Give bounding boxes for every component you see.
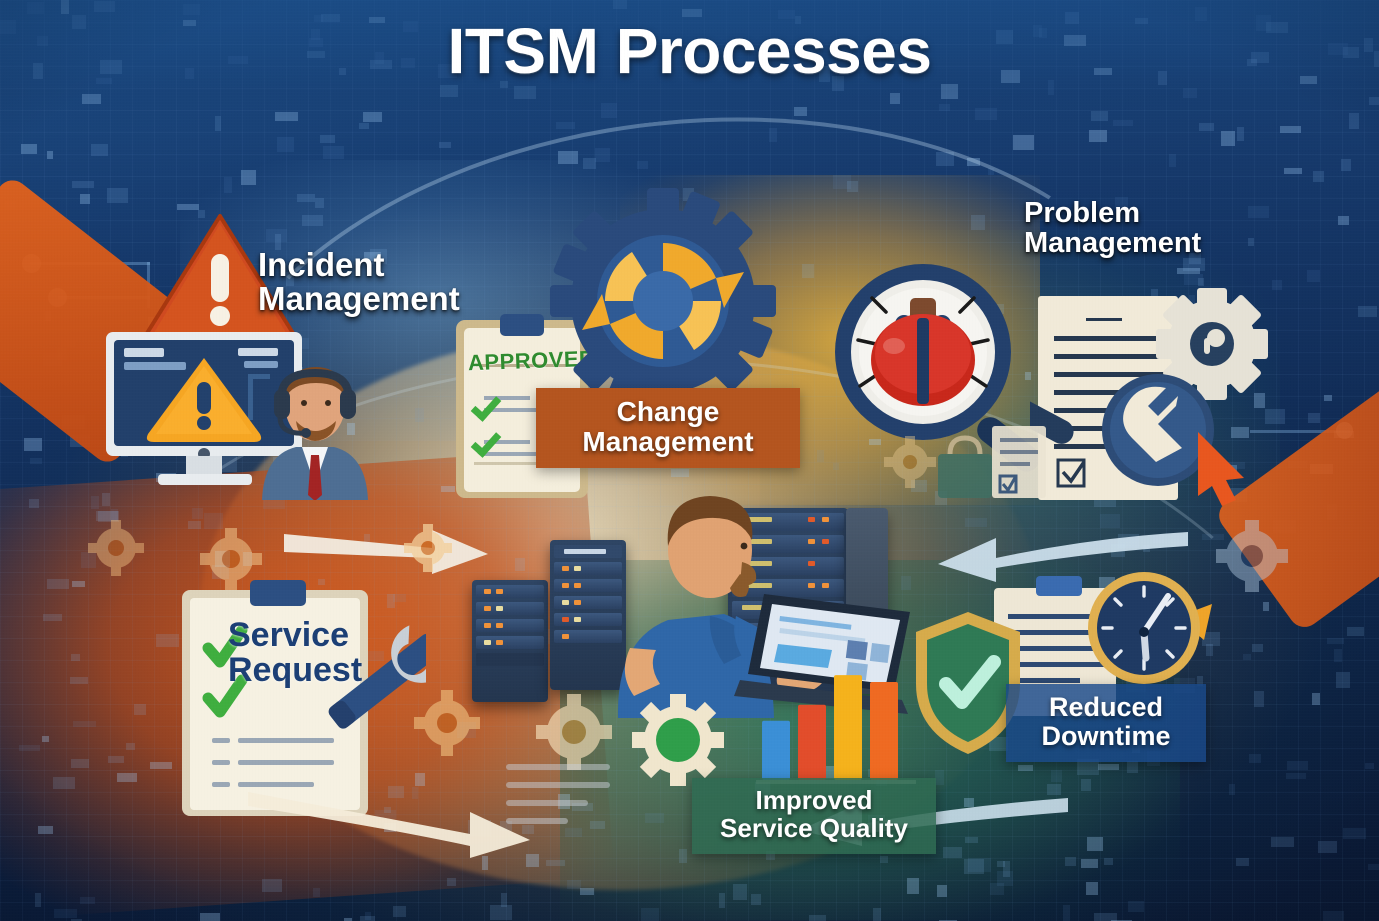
gear-icon (88, 520, 144, 576)
label-reduced-downtime: Reduced Downtime (1006, 684, 1206, 763)
label-line-1: Change (616, 396, 720, 427)
label-line-2: Management (582, 425, 754, 457)
label-line-1: Reduced (1048, 692, 1164, 722)
bar-chart-svg (756, 675, 916, 785)
label-line-1: Incident (258, 246, 385, 283)
gear-icon (200, 528, 262, 590)
server-rack (472, 580, 548, 702)
gear-icon-green-center (632, 694, 724, 786)
label-improved-service-quality: Improved Service Quality (692, 778, 936, 855)
page-title: ITSM Processes (447, 15, 932, 87)
label-service-request: Service Request (228, 616, 363, 690)
label-line-1: Improved (755, 785, 873, 815)
document-icon (990, 424, 1048, 500)
label-line-2: Management (1024, 227, 1202, 260)
label-line-2: Downtime (1041, 720, 1171, 751)
gear-icon (414, 690, 480, 756)
bar-chart-icon (756, 660, 916, 785)
gear-icon (884, 436, 936, 488)
label-line-1: Problem (1024, 197, 1141, 229)
document-gear-wrench-icon (1012, 282, 1290, 512)
clock-icon (1084, 566, 1212, 694)
label-incident-management: Incident Management (258, 246, 460, 318)
document-icon (500, 756, 620, 836)
label-problem-management: Problem Management (1024, 198, 1201, 258)
gear-icon (1216, 520, 1288, 592)
support-agent-headset (240, 355, 390, 501)
label-line-1: Service (228, 616, 349, 654)
label-line-2: Management (258, 280, 460, 318)
clipboard-wrench-icon (176, 570, 446, 820)
label-line-2: Service Quality (720, 812, 908, 843)
gear-refresh-icon (548, 186, 778, 416)
gear-icon (404, 524, 452, 572)
label-change-management: Change Management (536, 388, 800, 469)
label-line-2: Request (228, 651, 363, 690)
